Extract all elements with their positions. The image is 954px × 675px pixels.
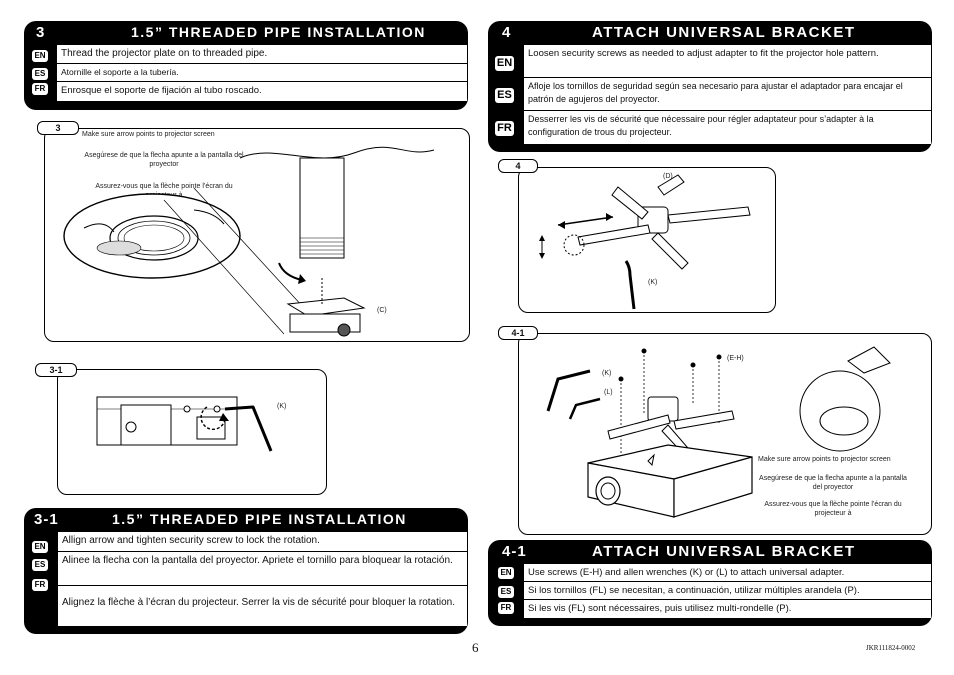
instruction-es: Afloje los tornillos de seguridad según …	[524, 78, 931, 111]
step-number: 3-1	[34, 511, 59, 528]
section-4-header: 4 ATTACH UNIVERSAL BRACKET	[488, 21, 932, 45]
lang-badge-fr: FR	[32, 579, 48, 591]
instruction-fr: Alignez la flèche à l’écran du projecteu…	[62, 597, 455, 608]
universal-bracket-illustration	[539, 174, 751, 310]
part-d-label: (D)	[663, 173, 673, 180]
page-number: 6	[472, 640, 479, 655]
instruction-fr: Enrosque el soporte de fijación al tubo …	[57, 82, 467, 102]
section-4-1-header: 4-1 ATTACH UNIVERSAL BRACKET	[488, 540, 932, 564]
instruction-rows: Allign arrow and tighten security screw …	[58, 532, 467, 626]
section-title: ATTACH UNIVERSAL BRACKET	[592, 24, 856, 41]
section-3-1-panel: 3-1 1.5” THREADED PIPE INSTALLATION EN E…	[24, 508, 468, 634]
figure-4-tag: 4	[498, 159, 538, 173]
figure-3-tag: 3	[37, 121, 79, 135]
figure-4	[518, 167, 776, 313]
instruction-es: Si los tornillos (FL) se necesitan, a co…	[524, 582, 931, 600]
security-screw-illustration	[96, 396, 273, 452]
part-l-label: (L)	[604, 389, 613, 396]
part-k-label: (K)	[602, 370, 612, 377]
lang-badge-en: EN	[32, 541, 48, 553]
lang-badge-fr: FR	[495, 121, 514, 136]
instruction-rows: Loosen security screws as needed to adju…	[524, 45, 931, 145]
part-k-label: (K)	[648, 279, 658, 286]
lang-badge-es: ES	[32, 68, 48, 80]
lang-badge-es: ES	[495, 88, 514, 103]
section-title: ATTACH UNIVERSAL BRACKET	[592, 543, 856, 560]
section-4-1-panel: 4-1 ATTACH UNIVERSAL BRACKET EN ES FR Us…	[488, 540, 932, 626]
instruction-rows: Thread the projector plate on to threade…	[57, 45, 467, 102]
part-c-label: (C)	[377, 307, 387, 314]
instruction-rows: Use screws (E-H) and allen wrenches (K) …	[524, 564, 931, 619]
step-number: 4-1	[502, 543, 527, 560]
instruction-en: Loosen security screws as needed to adju…	[524, 45, 931, 78]
projector-bracket-illustration	[546, 346, 891, 518]
step-number: 3	[36, 24, 46, 41]
lang-badge-en: EN	[495, 56, 514, 71]
figure-4-1-tag: 4-1	[498, 326, 538, 340]
document-code: JKR111824-0002	[866, 644, 916, 652]
part-eh-label: (E-H)	[727, 355, 744, 362]
lang-badge-fr: FR	[32, 83, 48, 95]
step-number: 4	[502, 24, 512, 41]
instruction-en: Allign arrow and tighten security screw …	[58, 532, 467, 552]
part-k-label: (K)	[277, 403, 287, 410]
section-3-1-header: 3-1 1.5” THREADED PIPE INSTALLATION	[24, 508, 468, 532]
section-3-header: 3 1.5” THREADED PIPE INSTALLATION	[24, 21, 468, 45]
lang-badge-es: ES	[498, 586, 514, 598]
figure-4-1-note-en: Make sure arrow points to projector scre…	[758, 456, 891, 463]
section-3-panel: 3 1.5” THREADED PIPE INSTALLATION EN ES …	[24, 21, 468, 110]
figure-4-1-note-es: Asegúrese de que la flecha apunte a la p…	[759, 475, 907, 491]
instruction-fr: Si les vis (FL) sont nécessaires, puis u…	[524, 600, 931, 619]
figure-3-note-es: Asegúrese de que la flecha apunte a la p…	[84, 152, 244, 168]
section-title: 1.5” THREADED PIPE INSTALLATION	[112, 511, 407, 527]
instruction-en: Thread the projector plate on to threade…	[57, 45, 467, 64]
lang-badge-en: EN	[32, 50, 48, 62]
instruction-es: Atornille el soporte a la tubería.	[57, 64, 467, 82]
figure-3-1-tag: 3-1	[35, 363, 77, 377]
section-4-panel: 4 ATTACH UNIVERSAL BRACKET EN ES FR Loos…	[488, 21, 932, 152]
pipe-plate-illustration	[63, 146, 435, 337]
lang-badge-fr: FR	[498, 602, 514, 614]
instruction-en: Use screws (E-H) and allen wrenches (K) …	[524, 564, 931, 582]
instruction-es: Alinee la flecha con la pantalla del pro…	[58, 552, 467, 586]
figure-3-note-en: Make sure arrow points to projector scre…	[82, 131, 215, 138]
lang-badge-es: ES	[32, 559, 48, 571]
section-title: 1.5” THREADED PIPE INSTALLATION	[131, 24, 426, 40]
lang-badge-en: EN	[498, 567, 514, 579]
figure-4-1-note-fr: Assurez-vous que la flèche pointe l’écra…	[764, 501, 902, 517]
instruction-fr: Desserrer les vis de sécurité que nécess…	[524, 111, 931, 145]
